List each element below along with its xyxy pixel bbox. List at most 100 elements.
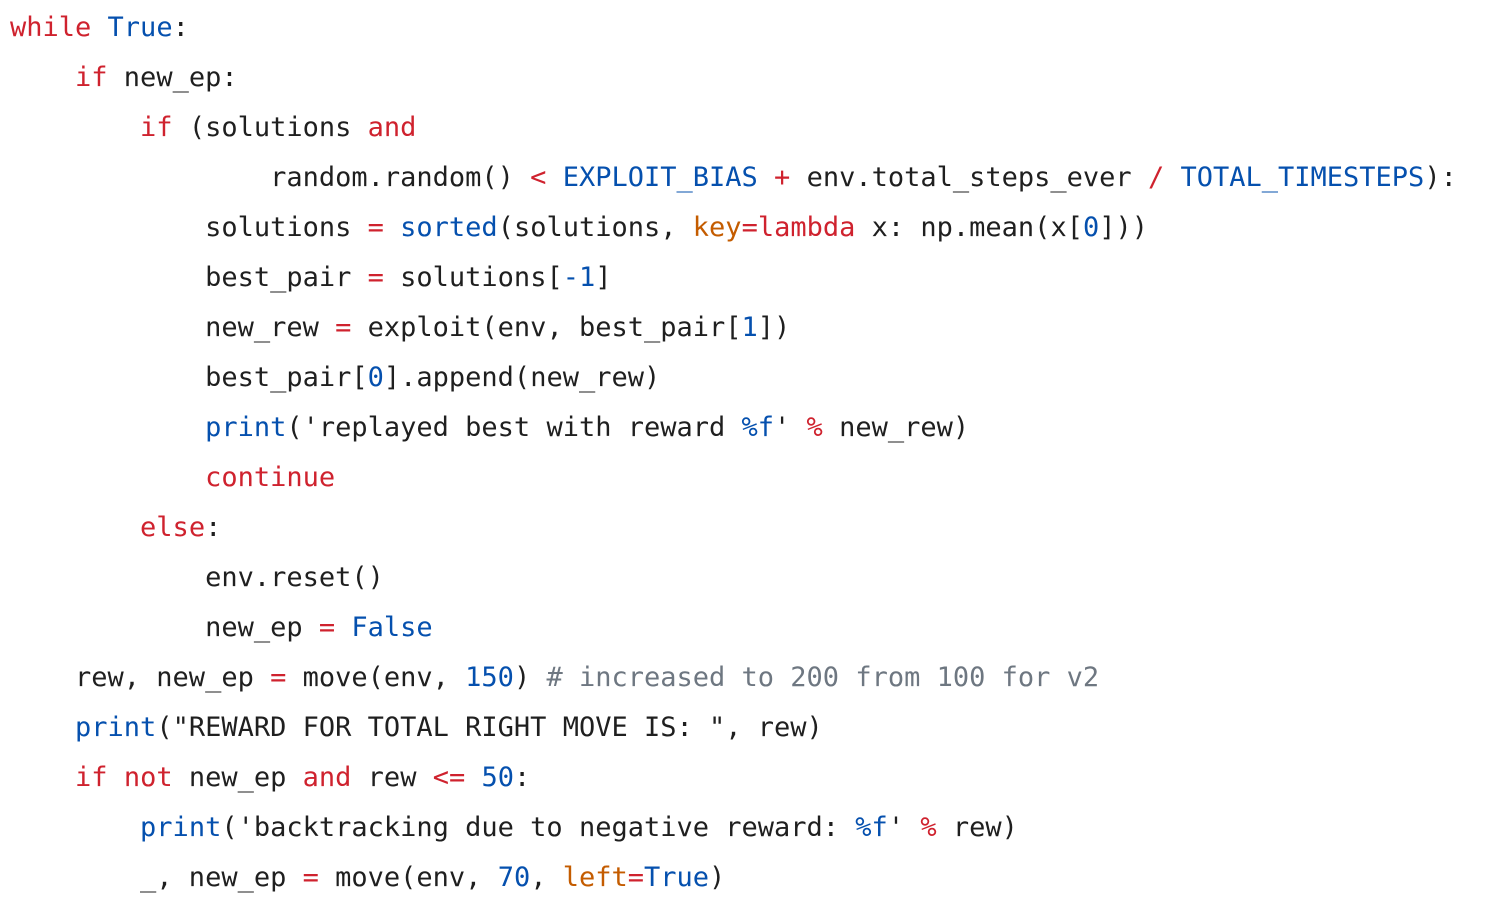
code-line[interactable]: _, new_ep = move(env, 70, left=True) (10, 853, 1495, 903)
code-token-fmt: %f (855, 812, 888, 843)
code-token-kw: if (75, 762, 108, 793)
code-token-text (10, 712, 75, 743)
code-token-op: = (627, 862, 645, 893)
code-token-text: solutions (10, 212, 368, 243)
code-token-text: env.reset() (10, 562, 384, 593)
code-token-text: new_rew) (822, 412, 970, 443)
code-line[interactable]: if not new_ep and rew <= 50: (10, 753, 1495, 803)
code-token-text (1164, 162, 1180, 193)
code-line[interactable]: continue (10, 453, 1495, 503)
code-line[interactable]: new_rew = exploit(env, best_pair[1]) (10, 303, 1495, 353)
code-token-op: = (270, 662, 287, 693)
code-token-builtin: print (75, 712, 157, 743)
code-block[interactable]: while True: if new_ep: if (solutions and… (10, 3, 1495, 903)
code-token-builtin: sorted (400, 212, 498, 243)
code-token-text (10, 412, 205, 443)
code-line[interactable]: best_pair = solutions[-1] (10, 253, 1495, 303)
code-line[interactable]: print('replayed best with reward %f' % n… (10, 403, 1495, 453)
code-token-op: + (774, 162, 791, 193)
code-token-text: best_pair (10, 262, 368, 293)
code-token-text: ])) (1099, 212, 1148, 243)
code-token-text: ): (1424, 162, 1457, 193)
code-token-str: ("REWARD FOR TOTAL RIGHT MOVE IS: ", rew… (156, 712, 823, 743)
code-token-text: , (530, 862, 563, 893)
code-token-text: env.total_steps_ever (790, 162, 1148, 193)
code-token-const: EXPLOIT_BIAS (562, 162, 758, 193)
code-token-text: rew, new_ep (10, 662, 271, 693)
code-line[interactable]: rew, new_ep = move(env, 150) # increased… (10, 653, 1495, 703)
code-token-text: move(env, (286, 662, 466, 693)
code-line[interactable]: print('backtracking due to negative rewa… (10, 803, 1495, 853)
code-token-str: ' (774, 412, 807, 443)
code-token-text: : (172, 12, 189, 43)
code-token-builtin: print (140, 812, 222, 843)
code-token-text (10, 812, 140, 843)
code-token-text (10, 762, 75, 793)
code-token-text (10, 512, 140, 543)
code-token-const: True (107, 12, 173, 43)
code-token-fmt: %f (741, 412, 775, 443)
code-token-num: 150 (465, 662, 514, 693)
code-line[interactable]: else: (10, 503, 1495, 553)
code-token-kw: if (140, 112, 173, 143)
code-token-text: new_ep (10, 612, 319, 643)
code-token-param: left (562, 862, 628, 893)
code-token-op: % (806, 412, 823, 443)
code-token-str: ' (887, 812, 921, 843)
code-line[interactable]: while True: (10, 3, 1495, 53)
code-token-text (10, 62, 75, 93)
code-token-op: / (1147, 162, 1165, 193)
code-token-const: TOTAL_TIMESTEPS (1180, 162, 1425, 193)
code-token-op: <= (432, 762, 466, 793)
code-line[interactable]: best_pair[0].append(new_rew) (10, 353, 1495, 403)
code-line[interactable]: random.random() < EXPLOIT_BIAS + env.tot… (10, 153, 1495, 203)
code-token-text: x: np.mean(x[ (855, 212, 1083, 243)
code-token-text: (solutions, (497, 212, 693, 243)
code-token-num: -1 (562, 262, 596, 293)
code-token-text: random.random() (10, 162, 531, 193)
code-token-text (91, 12, 107, 43)
code-token-text (108, 762, 124, 793)
code-token-str: ('replayed best with reward (286, 412, 742, 443)
code-token-text: solutions[ (383, 262, 563, 293)
code-token-text (546, 162, 562, 193)
code-token-op: = (741, 212, 758, 243)
code-token-text: move(env, (318, 862, 498, 893)
code-token-text: _, new_ep (10, 862, 303, 893)
code-line[interactable]: if (solutions and (10, 103, 1495, 153)
code-token-op: = (367, 262, 384, 293)
code-token-text (384, 212, 400, 243)
code-token-text: best_pair[ (10, 362, 368, 393)
code-token-num: 50 (481, 762, 514, 793)
code-token-text (465, 762, 481, 793)
code-token-text: ) (709, 862, 726, 893)
code-token-text: exploit(env, best_pair[ (351, 312, 742, 343)
code-token-text: rew (351, 762, 433, 793)
code-line[interactable]: if new_ep: (10, 53, 1495, 103)
code-token-text: ]) (757, 312, 791, 343)
code-token-text: ].append(new_rew) (383, 362, 661, 393)
code-token-num: 0 (1082, 212, 1100, 243)
code-token-text: ) (513, 662, 547, 693)
code-token-text: new_ep: (107, 62, 238, 93)
code-token-op: = (335, 312, 352, 343)
code-token-kw: else (140, 512, 206, 543)
code-token-kw: continue (205, 462, 336, 493)
code-token-text (335, 612, 351, 643)
code-token-kw: while (10, 12, 92, 43)
code-line[interactable]: new_ep = False (10, 603, 1495, 653)
code-token-num: 70 (497, 862, 531, 893)
code-line[interactable]: solutions = sorted(solutions, key=lambda… (10, 203, 1495, 253)
code-line[interactable]: print("REWARD FOR TOTAL RIGHT MOVE IS: "… (10, 703, 1495, 753)
code-token-kw: and (367, 112, 417, 143)
code-token-text: : (205, 512, 222, 543)
code-token-kw: and (302, 762, 352, 793)
code-token-text (758, 162, 774, 193)
code-token-text: : (514, 762, 531, 793)
code-line[interactable]: env.reset() (10, 553, 1495, 603)
code-token-str: ('backtracking due to negative reward: (221, 812, 856, 843)
code-token-op: < (530, 162, 547, 193)
code-token-const: True (644, 862, 710, 893)
code-token-text (10, 112, 140, 143)
